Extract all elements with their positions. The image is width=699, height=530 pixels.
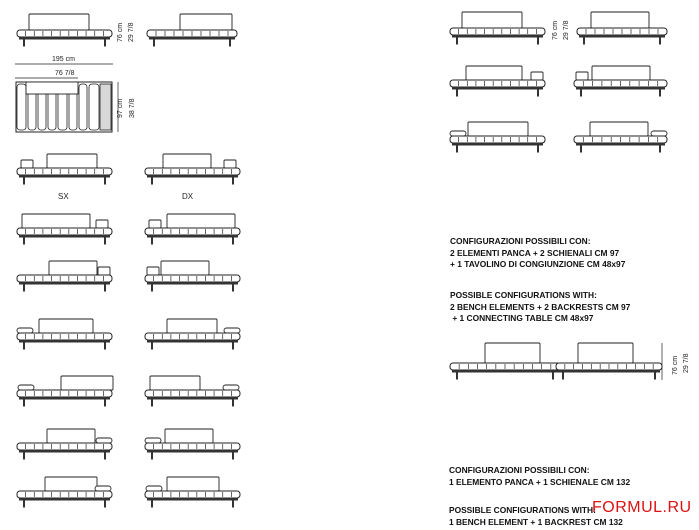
sofa-sx-3	[16, 260, 113, 292]
sofa-right-1a	[449, 11, 546, 45]
side-label-dx: DX	[182, 192, 194, 201]
width-cm-label: 195 cm	[52, 56, 75, 63]
sofa-sx-6	[16, 428, 113, 460]
sofa-dx-4	[144, 318, 241, 350]
sofa-dx-6	[144, 428, 241, 460]
width-in-label: 76 7/8	[55, 70, 75, 77]
config-block-1-it: CONFIGURAZIONI POSSIBILI CON: 2 ELEMENTI…	[450, 236, 626, 269]
sofa-plan-view	[15, 63, 119, 133]
sofa-combined-left	[449, 342, 561, 380]
height-in-label: 29 7/8	[128, 22, 135, 42]
sofa-sx-4	[16, 318, 113, 350]
sofa-dx-2	[144, 213, 241, 245]
sofa-right-3b	[573, 121, 668, 153]
height-in-label-top-right: 29 7/8	[563, 20, 570, 40]
sofa-front-top-left	[16, 13, 113, 47]
sofa-dx-1	[144, 153, 241, 185]
sofa-dx-7	[144, 476, 241, 508]
sofa-right-2b	[573, 65, 668, 97]
depth-cm-label: 97 cm	[117, 98, 124, 118]
config-block-2-en: POSSIBLE CONFIGURATIONS WITH: 1 BENCH EL…	[449, 505, 623, 527]
sofa-front-top-mid	[146, 13, 238, 47]
sofa-sx-2	[16, 213, 113, 245]
sofa-combined-right	[555, 342, 663, 380]
config-block-2-it: CONFIGURAZIONI POSSIBILI CON: 1 ELEMENTO…	[449, 465, 631, 487]
sofa-right-2a	[449, 65, 546, 97]
sofa-right-1b	[576, 11, 668, 45]
height-in-label-right: 29 7/8	[683, 353, 690, 373]
side-label-sx: SX	[58, 192, 69, 201]
height-cm-label: 76 cm	[117, 22, 124, 42]
sofa-sx-7	[16, 476, 113, 508]
height-cm-label-top-right: 76 cm	[552, 20, 559, 40]
watermark: FORMUL.RU	[592, 499, 692, 516]
sofa-sx-5	[16, 375, 114, 407]
sofa-dx-5	[144, 375, 241, 407]
sofa-sx-1	[16, 153, 113, 185]
depth-in-label: 38 7/8	[129, 98, 136, 118]
sofa-dx-3	[144, 260, 241, 292]
config-block-1-en: POSSIBLE CONFIGURATIONS WITH: 2 BENCH EL…	[450, 290, 631, 323]
height-cm-label-right: 76 cm	[672, 355, 679, 375]
sofa-right-3a	[449, 121, 546, 153]
